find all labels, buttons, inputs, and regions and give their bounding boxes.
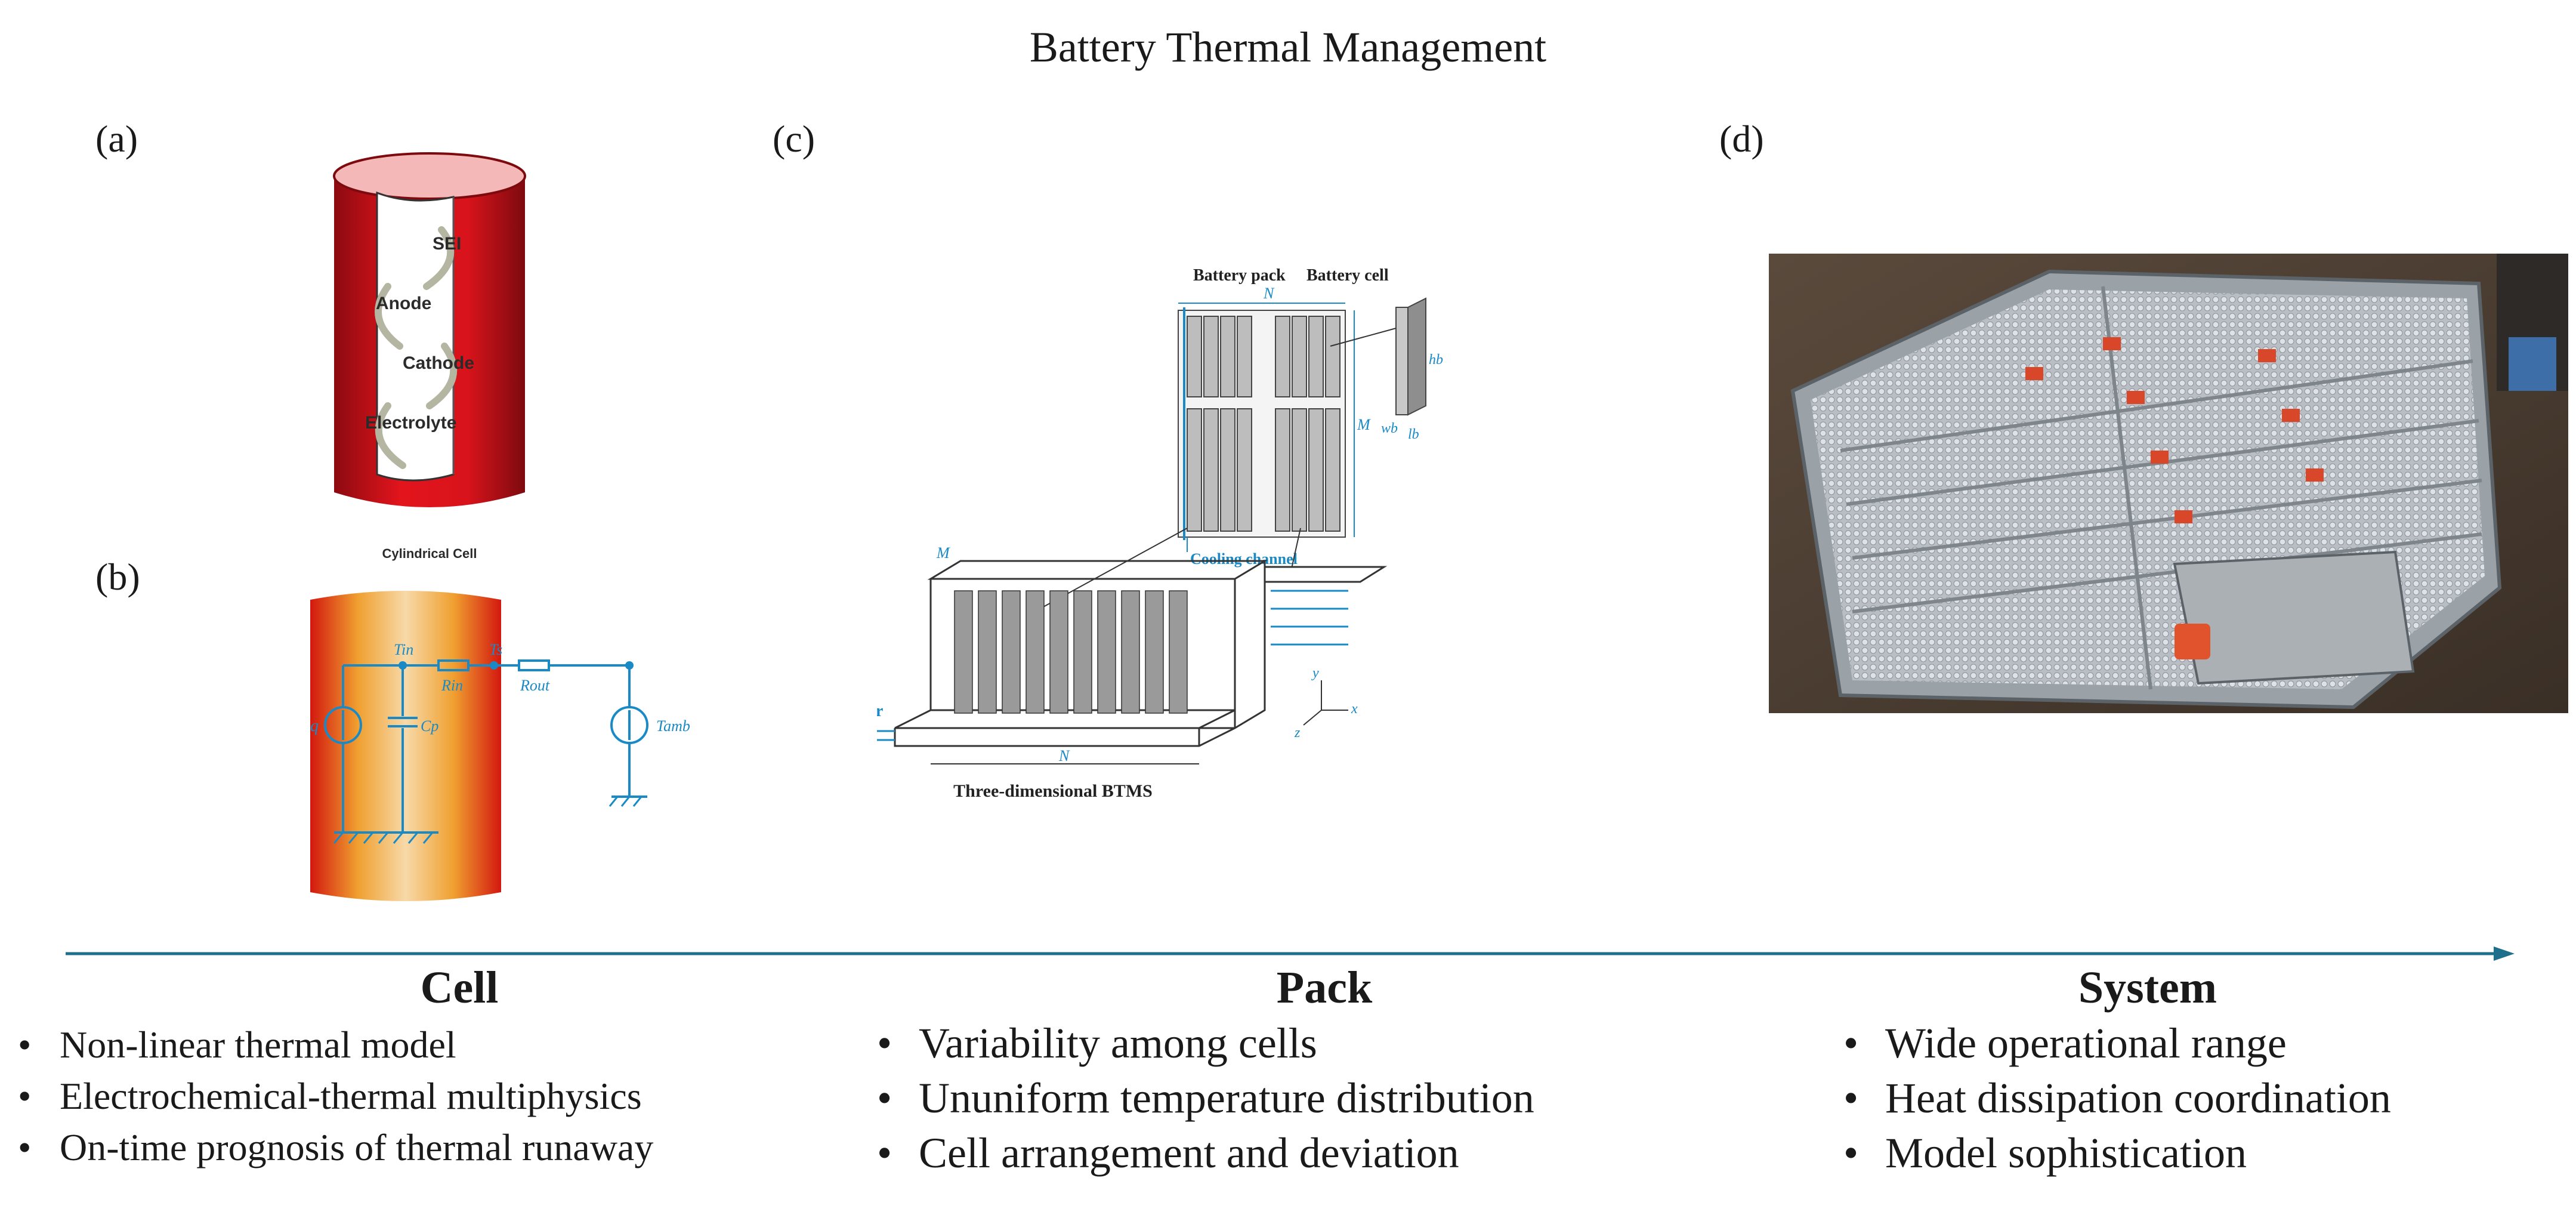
axis-z-label: z xyxy=(1294,725,1301,741)
symbol-rin: Rin xyxy=(441,677,463,694)
panel-label-a: (a) xyxy=(95,118,138,160)
panel-label-b: (b) xyxy=(95,556,140,598)
column-title-pack: Pack xyxy=(1276,963,1373,1013)
panel-label-c: (c) xyxy=(773,118,816,160)
battery-pack-schematic: Battery pack Battery cell N M hb wb lb C… xyxy=(877,266,1443,801)
symbol-cp: Cp xyxy=(421,717,438,735)
cooling-channel-label: Cooling channel xyxy=(1190,550,1298,568)
battery-pack-photo xyxy=(1769,254,2568,713)
btms-m-label: M xyxy=(936,544,950,562)
scale-axis-arrow xyxy=(66,946,2515,961)
list-item: Cell arrangement and deviation xyxy=(859,1126,1534,1180)
column-title-cell: Cell xyxy=(420,963,499,1013)
symbol-ts: Ts xyxy=(489,641,502,658)
air-inlet-label: Air xyxy=(877,702,883,720)
list-item: Electrochemical-thermal multiphysics xyxy=(0,1071,653,1122)
layer-cathode-label: Cathode xyxy=(403,353,474,373)
panel-label-d: (d) xyxy=(1719,118,1764,160)
layer-anode-label: Anode xyxy=(376,294,431,313)
cylindrical-cell-caption: Cylindrical Cell xyxy=(382,546,477,561)
layer-sei-label: SEI xyxy=(433,234,461,254)
battery-pack-title: Battery pack xyxy=(1193,266,1286,285)
list-item: Ununiform temperature distribution xyxy=(859,1071,1534,1126)
battery-cell-title: Battery cell xyxy=(1306,266,1389,285)
symbol-tamb: Tamb xyxy=(656,717,690,735)
list-item: On-time prognosis of thermal runaway xyxy=(0,1122,653,1173)
list-item: Variability among cells xyxy=(859,1016,1534,1071)
layer-electrolyte-label: Electrolyte xyxy=(365,413,456,433)
list-item: Model sophistication xyxy=(1826,1126,2391,1180)
list-item: Heat dissipation coordination xyxy=(1826,1071,2391,1126)
btms-n-label: N xyxy=(1058,747,1070,764)
cell-length-label: lb xyxy=(1408,427,1419,442)
top-n-label: N xyxy=(1263,285,1275,302)
axis-x-label: x xyxy=(1351,701,1358,717)
list-item: Wide operational range xyxy=(1826,1016,2391,1071)
thermal-circuit-diagram: q Cp Tin Rin Ts Rout Tamb xyxy=(310,591,690,901)
side-m-label: M xyxy=(1357,416,1371,433)
symbol-tin: Tin xyxy=(394,641,413,658)
btms-caption: Three-dimensional BTMS xyxy=(953,781,1153,801)
column-title-system: System xyxy=(2078,963,2217,1013)
list-item: Non-linear thermal model xyxy=(0,1019,653,1071)
cylindrical-cell-illustration: SEI Anode Cathode Electrolyte Cylindrica… xyxy=(333,152,526,561)
cell-challenges-list: Non-linear thermal model Electrochemical… xyxy=(0,1019,653,1173)
figure-title: Battery Thermal Management xyxy=(1029,23,1547,71)
cell-width-label: wb xyxy=(1381,421,1398,436)
symbol-q: q xyxy=(310,717,319,735)
axis-y-label: y xyxy=(1311,665,1319,681)
symbol-rout: Rout xyxy=(520,677,550,694)
system-challenges-list: Wide operational range Heat dissipation … xyxy=(1826,1016,2391,1180)
cell-height-label: hb xyxy=(1429,352,1443,368)
pack-challenges-list: Variability among cells Ununiform temper… xyxy=(859,1016,1534,1180)
